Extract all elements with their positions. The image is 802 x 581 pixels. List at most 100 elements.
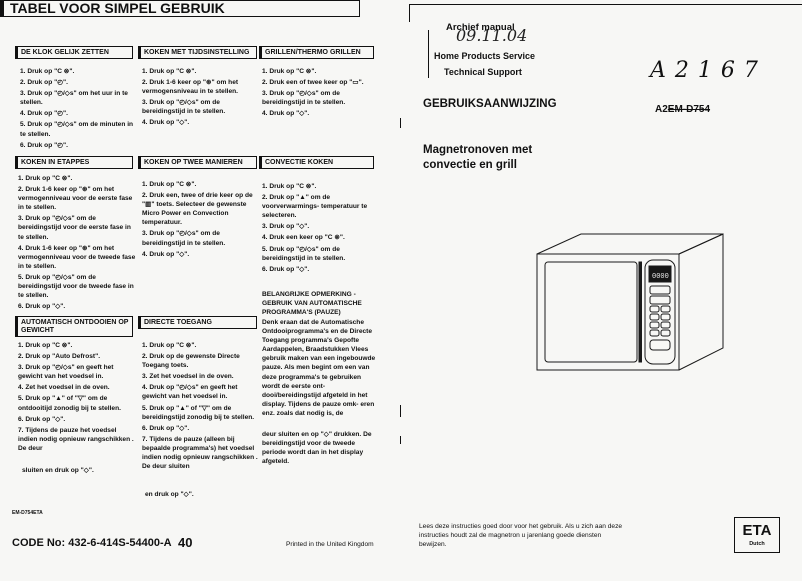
step: 3. Druk op "◴/◇s" om het uur in te stell… <box>20 90 128 107</box>
oven-control-panel <box>644 259 676 365</box>
section-title-auto-defrost: AUTOMATISCH ONTDOOIEN OP GEWICHT <box>15 316 133 338</box>
section-title-direct: DIRECTE TOEGANG <box>138 316 257 330</box>
margin-mark <box>400 118 401 128</box>
section-title-stages: KOKEN IN ETAPPES <box>15 156 133 170</box>
top-rule-right <box>409 4 802 5</box>
handwritten-code: A 2 1 6 7 <box>650 58 759 83</box>
oven-button[interactable] <box>649 305 660 313</box>
step: 3. Druk op "◴/◇s" om de bereidingstijd v… <box>18 215 131 241</box>
section-title-grill: GRILLEN/THERMO GRILLEN <box>259 46 374 60</box>
microwave-oven-drawing: 0000 <box>536 233 724 371</box>
step: 4. Zet het voedsel in de oven. <box>18 384 110 392</box>
step: 6. Druk op "◇". <box>142 424 190 432</box>
eta-logo-text: ETA <box>742 522 772 539</box>
step: 4. Druk op "◇". <box>142 250 190 258</box>
step: 6. Druk op "◇". <box>18 415 66 423</box>
step: 1. Druk op "C ⊗". <box>142 68 197 75</box>
step: 2. Druk op de gewenste Directe Toegang t… <box>142 353 240 370</box>
oven-door-handle <box>638 261 642 363</box>
step: 2. Druk 1-6 keer op "⊛" om het vermogens… <box>142 79 239 96</box>
oven-button[interactable] <box>649 295 671 305</box>
step: 6. Druk op "◇". <box>18 303 66 311</box>
steps-auto-defrost: 1. Druk op "C ⊗". 2. Druk op "Auto Defro… <box>18 341 136 455</box>
step: 4. Druk een keer op "C ⊗". <box>262 234 345 242</box>
step: 2. Druk op "Auto Defrost". <box>18 353 101 361</box>
oven-start-button[interactable] <box>649 339 671 351</box>
step: 1. Druk op "C ⊗". <box>18 342 73 349</box>
step: 2. Druk op "▲" om de voorverwarmings- te… <box>262 194 368 220</box>
step: 5. Druk op "▲" of "▽" om de ontdooitijd … <box>18 395 121 412</box>
main-title: TABEL VOOR SIMPEL GEBRUIK <box>0 0 360 17</box>
step: 3. Druk op "◴/◇s" om de bereidingstijd i… <box>142 230 226 247</box>
model-struck: EM-D754 <box>667 104 711 115</box>
archive-stamp: Archief manual 09.11.04 Home Products Se… <box>434 18 544 80</box>
oven-display <box>648 265 672 283</box>
step: 1. Druk op "C ⊗". <box>142 181 197 188</box>
step: 4. Druk op "◇". <box>142 119 190 127</box>
step: 2. Druk 1-6 keer op "⊛" om het vermogenn… <box>18 186 133 212</box>
steps-convection: 1. Druk op "C ⊗". 2. Druk op "▲" om de v… <box>262 182 380 276</box>
steps-clock: 1. Druk op "C ⊗". 2. Druk op "◴". 3. Dru… <box>20 67 135 152</box>
margin-mark <box>400 405 401 417</box>
handwritten-date: 09.11.04 <box>456 26 528 45</box>
step: 3. Druk op "◇". <box>262 223 310 231</box>
section-title-time-setting: KOKEN MET TIJDSINSTELLING <box>138 46 257 60</box>
model-prefix: A2 <box>655 104 668 115</box>
stamp-line-1: Archief manual <box>446 22 515 33</box>
note-title: BELANGRIJKE OPMERKING - GEBRUIK VAN AUTO… <box>262 291 362 317</box>
oven-button[interactable] <box>649 285 671 295</box>
oven-display-text: 0000 <box>652 273 669 281</box>
oven-top-face <box>536 233 724 255</box>
margin-mark <box>400 436 401 444</box>
oven-button[interactable] <box>649 321 660 329</box>
oven-side-face <box>678 233 724 371</box>
oven-button[interactable] <box>649 329 660 337</box>
stamp-line-3: Technical Support <box>444 67 522 77</box>
printed-in: Printed in the United Kingdom <box>286 541 374 548</box>
step: 2. Druk op "◴". <box>20 79 68 87</box>
model-number: A2EM-D754 <box>655 104 710 115</box>
stamp-line-2: Home Products Service <box>434 51 536 61</box>
step: 6. Druk op "◇". <box>262 265 310 273</box>
step: 3. Zet het voedsel in de oven. <box>142 373 234 381</box>
oven-button[interactable] <box>660 321 671 329</box>
note-body: Denk eraan dat de Automatische Ontdooipr… <box>262 319 376 417</box>
step: 5. Druk op "▲" of "▽" om de bereidingsti… <box>142 404 255 421</box>
section-title-two-ways: KOKEN OP TWEE MANIEREN <box>138 156 257 170</box>
step: 5. Druk op "◴/◇s" om de bereidingstijd v… <box>18 273 134 300</box>
manual-heading: GEBRUIKSAANWIJZING <box>423 98 557 110</box>
steps-grill: 1. Druk op "C ⊗". 2. Druk een of twee ke… <box>262 67 380 120</box>
subtitle-line-2: convectie en grill <box>423 158 517 171</box>
step: 2. Druk een, twee of drie keer op de "▥"… <box>142 192 253 227</box>
section-title-convection: CONVECTIE KOKEN <box>259 156 374 170</box>
instruction-footer: Lees deze instructies goed door voor het… <box>419 523 623 549</box>
step: 7. Tijdens de pauze (alleen bij bepaalde… <box>142 435 258 471</box>
step: 4. Druk op "◇". <box>262 110 310 118</box>
binding-line <box>409 4 411 22</box>
oven-button[interactable] <box>660 305 671 313</box>
oven-button[interactable] <box>660 313 671 321</box>
step: 1. Druk op "C ⊗". <box>262 68 317 75</box>
step: 3. Druk op "◴/◇s" en geeft het gewicht v… <box>18 364 114 381</box>
step: 1. Druk op "C ⊗". <box>262 183 317 190</box>
steps-direct: 1. Druk op "C ⊗". 2. Druk op de gewenste… <box>142 341 260 473</box>
step: 4. Druk 1-6 keer op "⊛" om het vermogenn… <box>18 244 136 270</box>
subtitle-line-1: Magnetronoven met <box>423 144 533 156</box>
eta-language: Dutch <box>749 541 765 547</box>
product-subtitle: Magnetronoven met convectie en grill <box>423 143 532 173</box>
step: 3. Druk op "◴/◇s" om de bereidingstijd i… <box>142 99 226 116</box>
oven-door-window <box>544 261 638 363</box>
step: 4. Druk op "◴". <box>20 110 68 118</box>
section-title-clock: DE KLOK GELIJK ZETTEN <box>15 46 133 60</box>
page-number: 40 <box>178 535 193 550</box>
oven-button[interactable] <box>660 329 671 337</box>
oven-button[interactable] <box>649 313 660 321</box>
step: 1. Druk op "C ⊗". <box>18 175 73 182</box>
step: 5. Druk op "◴/◇s" om de minuten in te st… <box>20 121 134 138</box>
step: 7. Tijdens de pauze het voedsel indien n… <box>18 426 134 452</box>
step: 1. Druk op "C ⊗". <box>142 342 197 349</box>
eta-logo: ETA Dutch <box>734 517 780 553</box>
step: 5. Druk op "◴/◇s" om de bereidingstijd i… <box>262 245 346 262</box>
step: 3. Druk op "◴/◇s" om de bereidingstijd i… <box>262 90 346 107</box>
auto-defrost-tail: sluiten en druk op "◇". <box>22 467 94 474</box>
